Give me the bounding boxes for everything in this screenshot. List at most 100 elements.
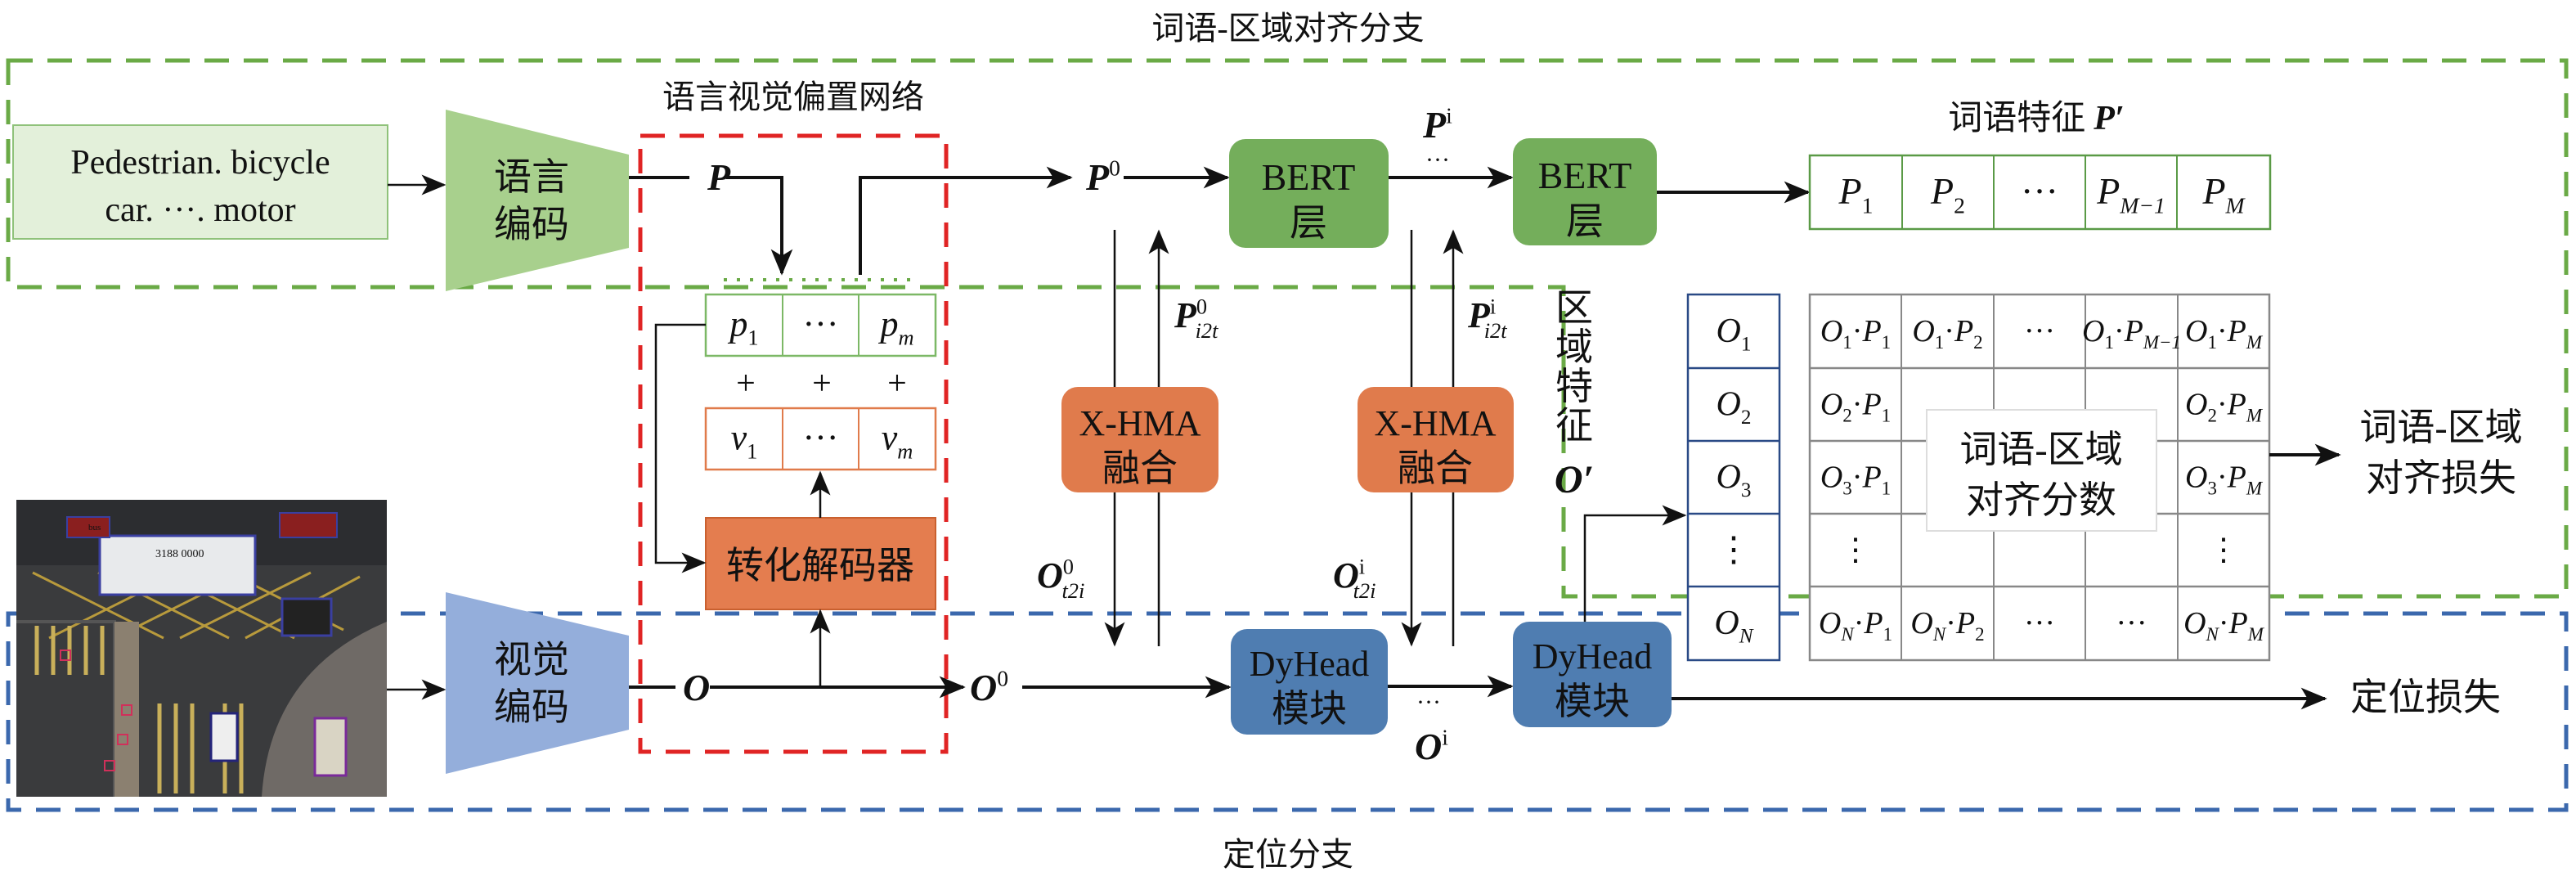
prompt-token-cell: p1	[727, 304, 758, 350]
category-prompt-line2: car. ···. motor	[105, 191, 295, 229]
alignment-score-cell: ⋮	[1840, 533, 1871, 568]
word-feature-frame	[1808, 154, 2272, 231]
bias-network-border	[638, 133, 949, 754]
alignment-loss-line2: 对齐损失	[2366, 457, 2516, 499]
symbol-o: O	[683, 667, 710, 708]
bias-vector-cell: ···	[803, 418, 839, 458]
alignment-score-cell: O1·P1	[1820, 314, 1891, 353]
symbol-o0: O0	[970, 666, 1008, 708]
visual-encoder-line1: 视觉	[494, 639, 569, 681]
alignment-score-line1: 词语-区域	[1959, 429, 2122, 470]
word-features-table: P1 P2 ··· PM−1 PM	[1808, 154, 2272, 231]
word-feature-cell: P1	[1838, 170, 1874, 218]
symbol-o0-text: O0	[970, 666, 1008, 708]
word-feature-cell: PM	[2201, 170, 2246, 218]
alignment-score-cell: O3·P1	[1820, 461, 1891, 499]
word-feature-cell: P2	[1930, 170, 1965, 218]
plus-sign: +	[887, 365, 907, 402]
visual-encoder	[446, 592, 629, 774]
alignment-score-cell: O1·PM−1	[2082, 314, 2181, 353]
prompt-token-row: p1 ··· pm	[704, 293, 937, 357]
language-encoder-line1: 语言	[494, 156, 569, 198]
bert-layer-1-line2: 层	[1290, 202, 1327, 244]
alignment-loss-line1: 词语-区域	[2359, 407, 2522, 448]
arrow-p-to-prompts	[726, 176, 793, 276]
arrow-dyhead-to-region-features	[1583, 505, 1687, 622]
region-features-label: 区 域 特 征 O′	[1555, 287, 1594, 501]
symbol-pi: Pi	[1422, 103, 1452, 146]
alignment-score-cell: ON·P2	[1910, 606, 1984, 645]
bias-network-title: 语言视觉偏置网络	[662, 79, 924, 115]
localization-branch-border	[6, 611, 2569, 812]
bias-vector-cell: v1	[731, 418, 758, 464]
bias-vector-row: v1···vm	[704, 407, 937, 471]
bottom-branch-title: 定位分支	[1223, 836, 1353, 873]
xhma-fusion-1-line2: 融合	[1102, 447, 1178, 489]
alignment-score-cell: O1·P2	[1912, 314, 1982, 353]
alignment-score-cell: ⋮	[2208, 533, 2239, 568]
word-region-branch-border	[6, 58, 2569, 599]
dyhead-ellipsis: ···	[1416, 689, 1441, 716]
language-encoder	[446, 110, 629, 291]
dyhead-module-1-line1: DyHead	[1250, 644, 1370, 684]
image-bus-phone: 3188 0000	[155, 548, 204, 560]
dyhead-module-i	[1513, 622, 1672, 727]
image-bus-tag: bus	[88, 523, 101, 533]
alignment-score-cell: O1·PM	[2185, 314, 2264, 353]
alignment-score-cell: ···	[2116, 606, 2147, 641]
alignment-score-cell: O2·P1	[1820, 388, 1891, 426]
category-prompt-box	[12, 124, 388, 240]
bias-vector-frame	[704, 407, 937, 471]
region-feature-cell: ON	[1714, 605, 1753, 648]
alignment-score-cell: ON·P1	[1819, 606, 1892, 645]
region-feature-cell: O2	[1717, 386, 1752, 429]
alignment-score-line2: 对齐分数	[1966, 479, 2116, 521]
plus-sign: +	[736, 365, 756, 402]
bert-layer-i-line1: BERT	[1538, 155, 1632, 196]
region-label-char: 域	[1555, 326, 1593, 368]
symbol-p0-text: P0	[1085, 155, 1120, 198]
region-feature-cell: ⋮	[1717, 532, 1751, 569]
dyhead-module-1	[1231, 629, 1388, 735]
region-feature-cell: O3	[1717, 459, 1752, 502]
xhma-fusion-1-line1: X-HMA	[1079, 403, 1200, 443]
alignment-score-cell: O3·PM	[2185, 461, 2264, 499]
symbol-p0: P0	[1085, 155, 1120, 198]
symbol-pi-text: Pi	[1422, 103, 1452, 146]
region-label-char: 特	[1555, 366, 1593, 407]
alignment-score-cell: ···	[2024, 606, 2055, 641]
alignment-score-cell: ···	[2024, 314, 2055, 348]
bert-ellipsis: ···	[1425, 146, 1450, 173]
bert-layer-1-line1: BERT	[1262, 156, 1356, 198]
plus-sign: +	[812, 365, 832, 402]
region-label-char: 区	[1555, 287, 1593, 329]
top-branch-title: 词语-区域对齐分支	[1151, 10, 1424, 47]
alignment-score-overlay	[1926, 409, 2157, 532]
language-encoder-line2: 编码	[494, 204, 569, 245]
region-label-char: 征	[1555, 405, 1593, 447]
arrow-p-loop-to-decoder	[654, 323, 707, 573]
bert-layer-i-line2: 层	[1566, 200, 1604, 242]
transform-decoder-label: 转化解码器	[726, 545, 914, 587]
region-column-frame	[1686, 293, 1781, 662]
prompt-token-cell: ···	[803, 304, 839, 344]
word-feature-cell: PM−1	[2096, 170, 2165, 218]
prompt-token-cell: pm	[877, 304, 913, 350]
dyhead-module-1-line2: 模块	[1272, 688, 1347, 730]
alignment-score-cell: ON·PM	[2183, 606, 2265, 645]
xhma-fusion-i-line1: X-HMA	[1374, 403, 1496, 443]
symbol-o-text: O	[683, 667, 710, 708]
word-feature-cell: ···	[2021, 170, 2058, 212]
bert-layer-i	[1513, 138, 1657, 245]
region-features-symbol: O′	[1555, 458, 1594, 501]
xhma-fusion-i-line2: 融合	[1398, 447, 1473, 489]
